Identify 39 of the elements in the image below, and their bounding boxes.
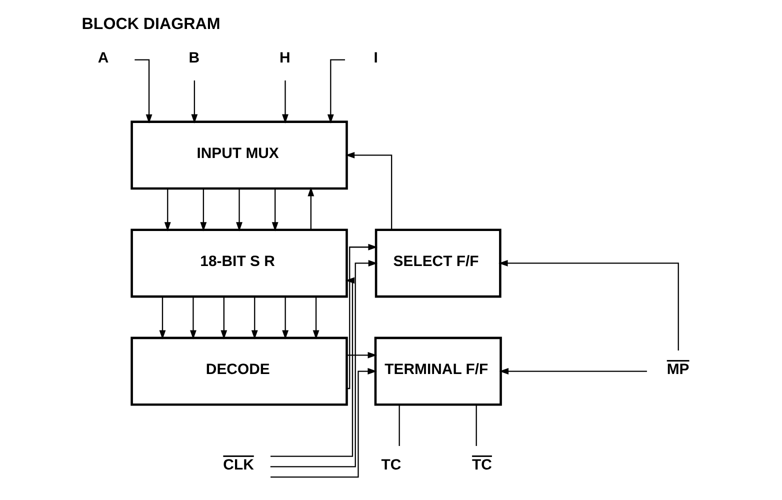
arrow: [270, 260, 378, 468]
node-box: SELECT F/F: [374, 228, 502, 298]
arrow: [308, 187, 314, 230]
node-text: MP: [666, 361, 690, 378]
arrow: [499, 368, 647, 374]
arrow: [270, 368, 377, 478]
arrow: [312, 296, 320, 340]
arrow: [345, 152, 392, 230]
arrow: [190, 296, 196, 340]
arrow: [251, 296, 258, 340]
connector: [398, 404, 400, 446]
arrow: [220, 296, 228, 340]
node-text: A: [98, 50, 109, 67]
arrow: [134, 59, 152, 124]
arrow: [272, 188, 278, 232]
arrow: [327, 59, 346, 124]
arrow: [282, 296, 289, 340]
node-text: TC: [381, 456, 402, 474]
arrow: [498, 260, 679, 350]
diagram-title: BLOCK DIAGRAM: [82, 14, 220, 33]
node-text: B: [188, 50, 200, 67]
arrow: [346, 352, 377, 358]
arrow: [270, 277, 354, 457]
node-text: I: [374, 50, 378, 67]
connector: [476, 404, 477, 446]
arrow: [236, 188, 242, 232]
node-box: TERMINAL F/F: [374, 336, 502, 406]
arrow: [282, 80, 288, 124]
arrow: [200, 188, 207, 232]
arrow: [164, 188, 171, 232]
node-text: CLK: [223, 456, 254, 474]
node-text: H: [280, 50, 290, 67]
node-box: INPUT MUX: [130, 120, 348, 190]
arrow: [346, 244, 378, 390]
arrow: [191, 80, 198, 124]
node-box: 18-BIT S R: [130, 228, 348, 298]
node-text: TC: [472, 456, 492, 474]
arrow: [159, 296, 166, 340]
node-box: DECODE: [130, 336, 348, 406]
